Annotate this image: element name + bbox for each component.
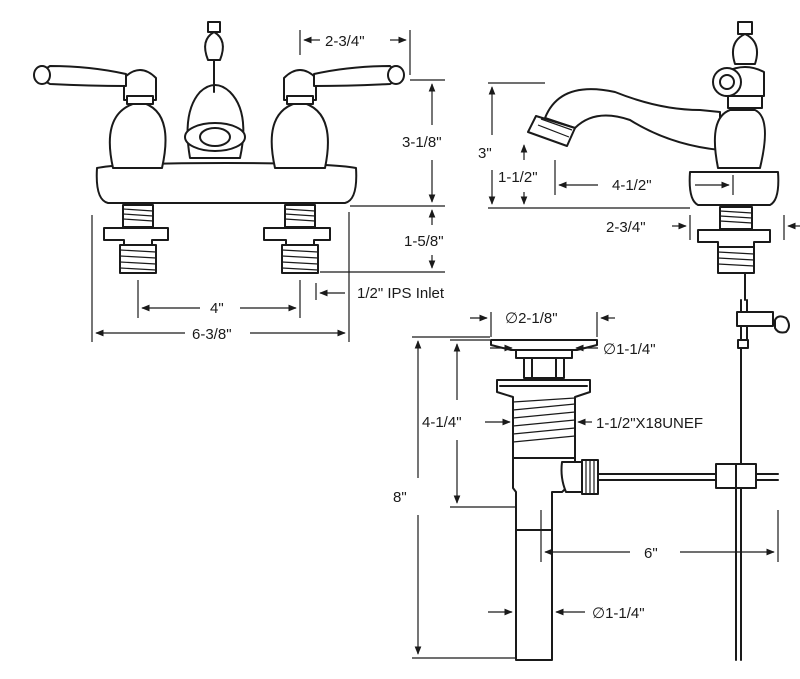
side-popup-knob [732, 33, 758, 65]
dim-label-ips-inlet: 1/2" IPS Inlet [357, 285, 445, 302]
dim-label-4-1-4: 4-1/4" [422, 414, 462, 431]
right-handle-knob [387, 65, 405, 85]
dim-label-dia-2-1-8: ∅2-1/8" [505, 310, 558, 327]
left-shank [103, 204, 169, 274]
popup-knob-cap [207, 21, 221, 33]
dim-label-4-1-2: 4-1/2" [612, 177, 652, 194]
left-handle-knob [33, 65, 51, 85]
dim-label-1-5-8: 1-5/8" [404, 233, 444, 250]
spout-nozzle-inner [199, 127, 231, 147]
drain-threads [512, 397, 576, 443]
left-valve-body [108, 101, 167, 169]
side-base [688, 171, 780, 206]
side-valve-body [713, 109, 766, 169]
dim-label-dia-1-1-4-top: ∅1-1/4" [603, 341, 656, 358]
side-view [488, 21, 800, 661]
popup-knob [204, 31, 224, 61]
dim-label-thread: 1-1/2"X18UNEF [596, 415, 703, 432]
dim-label-3-1-8: 3-1/8" [402, 134, 442, 151]
dim-label-2-3-4-top: 2-3/4" [325, 33, 365, 50]
dim-label-4: 4" [210, 300, 224, 317]
drain-body [496, 379, 591, 459]
side-spout-tip [527, 115, 576, 147]
right-handle-collar [286, 95, 314, 105]
dim-label-8: 8" [393, 489, 407, 506]
left-handle-collar [126, 95, 154, 105]
dim-label-3: 3" [478, 145, 492, 162]
drain-view [412, 312, 779, 661]
dim-label-6-3-8: 6-3/8" [192, 326, 232, 343]
dim-label-2-3-4-side: 2-3/4" [606, 219, 646, 236]
side-spout-arm [544, 88, 721, 151]
dim-label-dia-1-1-4-bottom: ∅1-1/4" [592, 605, 645, 622]
dim-label-1-1-2: 1-1/2" [498, 169, 538, 186]
right-handle-lever [313, 65, 397, 87]
dim-label-6: 6" [644, 545, 658, 562]
right-shank [263, 204, 331, 274]
left-handle-lever [41, 65, 127, 87]
right-valve-body [270, 101, 329, 169]
front-view [33, 21, 445, 342]
